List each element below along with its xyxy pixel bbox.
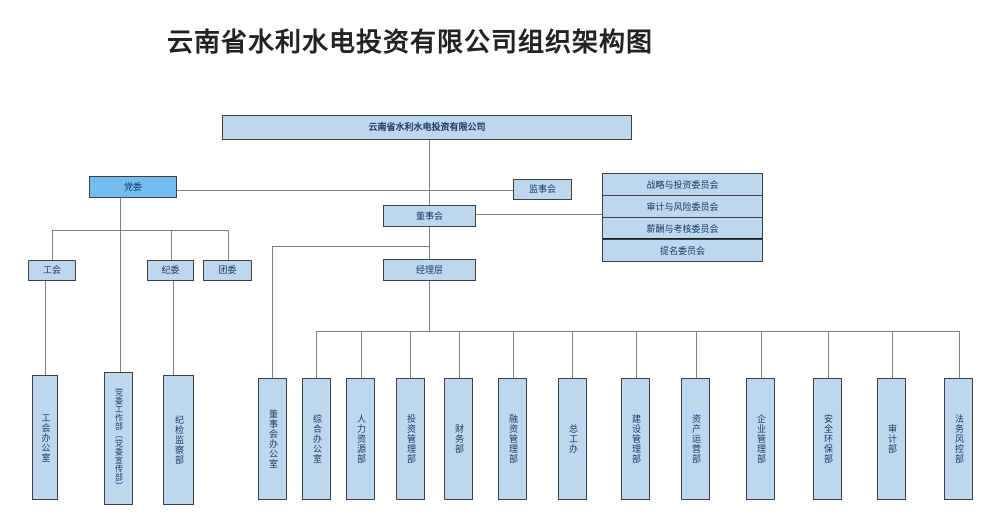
dept-union-office: 工会办公室 [32,375,58,500]
connector-discipline-dept [173,281,174,375]
dept-general-office: 综合办公室 [302,378,331,500]
dept-safety-env-label: 安全环保部 [823,414,833,464]
connector-board-committees [476,214,602,215]
connector-party-branch [52,230,228,231]
box-supervisory-board: 监事会 [513,179,572,200]
dept-legal-risk-label: 法务风控部 [954,414,964,464]
connector-party-down [120,198,121,372]
box-labor-union: 工会 [28,260,76,281]
connector-drop-union [52,230,53,260]
box-youth-league: 团委 [203,260,252,281]
dept-safety-env: 安全环保部 [813,378,842,500]
box-company: 云南省水利水电投资有限公司 [222,115,632,140]
connector-drop-dept-4 [459,331,460,378]
connector-drop-dept-5 [513,331,514,378]
dept-general-office-label: 综合办公室 [312,414,322,464]
committee-stack: 战略与投资委员会 审计与风险委员会 薪酬与考核委员会 提名委员会 [602,173,763,262]
connector-drop-dept-8 [696,331,697,378]
dept-hr-label: 人力资源部 [356,414,366,464]
connector-board-management [429,227,430,259]
connector-party-supervisory [177,190,513,191]
dept-legal-risk: 法务风控部 [944,378,973,500]
connector-drop-dept-3 [410,331,411,378]
dept-discipline-inspection: 纪检监察部 [163,375,194,505]
committee-nomination: 提名委员会 [602,239,763,262]
connector-drop-dept-6 [572,331,573,378]
dept-chief-engineer-office: 总工办 [558,378,587,500]
connector-union-office [45,281,46,375]
dept-finance: 财务部 [444,378,473,500]
box-board-of-directors: 董事会 [383,205,476,227]
dept-enterprise-mgmt-label: 企业管理部 [756,414,766,464]
dept-discipline-inspection-label: 纪检监察部 [174,415,184,465]
dept-construction: 建设管理部 [621,378,650,500]
connector-drop-dept-11 [892,331,893,378]
connector-company-board [429,140,430,205]
box-discipline-committee: 纪委 [147,260,194,281]
connector-dept-branch [316,331,959,332]
connector-drop-dept-9 [761,331,762,378]
org-chart-title: 云南省水利水电投资有限公司组织架构图 [166,27,653,57]
committee-audit-risk: 审计与风险委员会 [602,195,763,218]
dept-party-work: 党委工作部（党委宣传部） [104,372,133,505]
connector-board-office-elbow [272,246,429,247]
connector-management-down [429,281,430,331]
box-party-committee: 党委 [89,176,177,198]
connector-drop-discipline [171,230,172,260]
dept-enterprise-mgmt: 企业管理部 [746,378,775,500]
dept-investment: 投资管理部 [396,378,425,500]
dept-board-office-label: 董事会办公室 [268,409,278,469]
dept-board-office: 董事会办公室 [258,378,287,500]
connector-board-office-down [272,246,273,378]
committee-remuneration-appraisal: 薪酬与考核委员会 [602,217,763,240]
dept-audit: 审计部 [877,378,906,500]
dept-construction-label: 建设管理部 [631,414,641,464]
dept-financing: 融资管理部 [498,378,527,500]
dept-chief-engineer-office-label: 总工办 [568,424,578,454]
connector-drop-dept-10 [828,331,829,378]
dept-asset-operation: 资产运营部 [681,378,710,500]
connector-drop-dept-12 [959,331,960,378]
connector-drop-dept-2 [361,331,362,378]
dept-party-work-label: 党委工作部（党委宣传部） [114,387,124,490]
box-management: 经理层 [383,259,476,281]
dept-financing-label: 融资管理部 [508,414,518,464]
dept-asset-operation-label: 资产运营部 [691,414,701,464]
dept-union-office-label: 工会办公室 [40,412,51,463]
connector-drop-youth [228,230,229,260]
committee-strategy-investment: 战略与投资委员会 [602,173,763,196]
connector-drop-dept-1 [316,331,317,378]
dept-investment-label: 投资管理部 [406,414,416,464]
dept-hr: 人力资源部 [346,378,375,500]
connector-drop-dept-7 [636,331,637,378]
dept-audit-label: 审计部 [887,424,897,454]
dept-finance-label: 财务部 [454,424,464,454]
